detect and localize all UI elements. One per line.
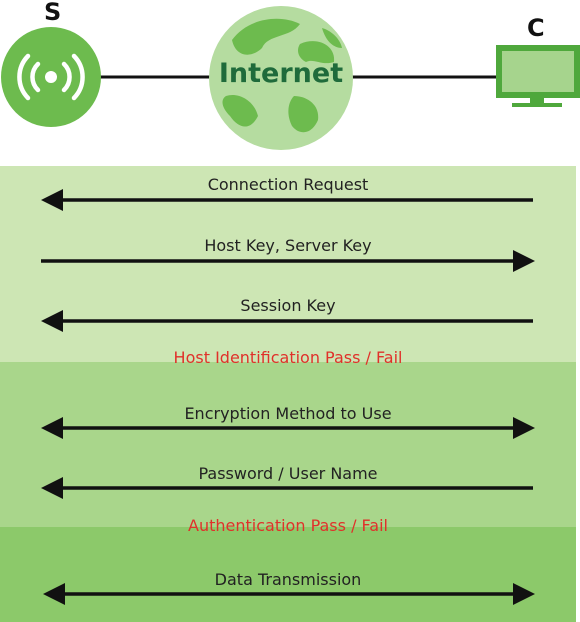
arrow-head-right	[513, 250, 535, 272]
arrow-head-left	[41, 310, 63, 332]
message-label-data-transmission: Data Transmission	[214, 570, 362, 589]
arrow-head-right	[513, 417, 535, 439]
globe-icon	[209, 6, 353, 150]
internet-label: Internet	[218, 58, 344, 89]
message-label-session-key: Session Key	[240, 296, 336, 315]
phase-band-authentication	[0, 362, 576, 527]
arrow-head-left	[41, 477, 63, 499]
result-label-host-identification: Host Identification Pass / Fail	[173, 348, 403, 367]
message-label-connection-request: Connection Request	[207, 175, 369, 194]
phase-band-data-transmission	[0, 527, 576, 622]
server-label: S	[44, 0, 62, 26]
message-label-encryption-method: Encryption Method to Use	[184, 404, 392, 423]
message-arrows	[41, 189, 535, 605]
arrow-head-left	[41, 189, 63, 211]
result-label-authentication: Authentication Pass / Fail	[188, 516, 388, 535]
client-label: C	[527, 14, 545, 42]
arrow-head-left	[43, 583, 65, 605]
arrow-head-left	[41, 417, 63, 439]
message-label-password-user-name: Password / User Name	[198, 464, 378, 483]
wireless-signal-icon	[1, 27, 101, 127]
message-label-host-key: Host Key, Server Key	[204, 236, 372, 255]
arrow-head-right	[513, 583, 535, 605]
computer-monitor-icon	[496, 45, 580, 107]
